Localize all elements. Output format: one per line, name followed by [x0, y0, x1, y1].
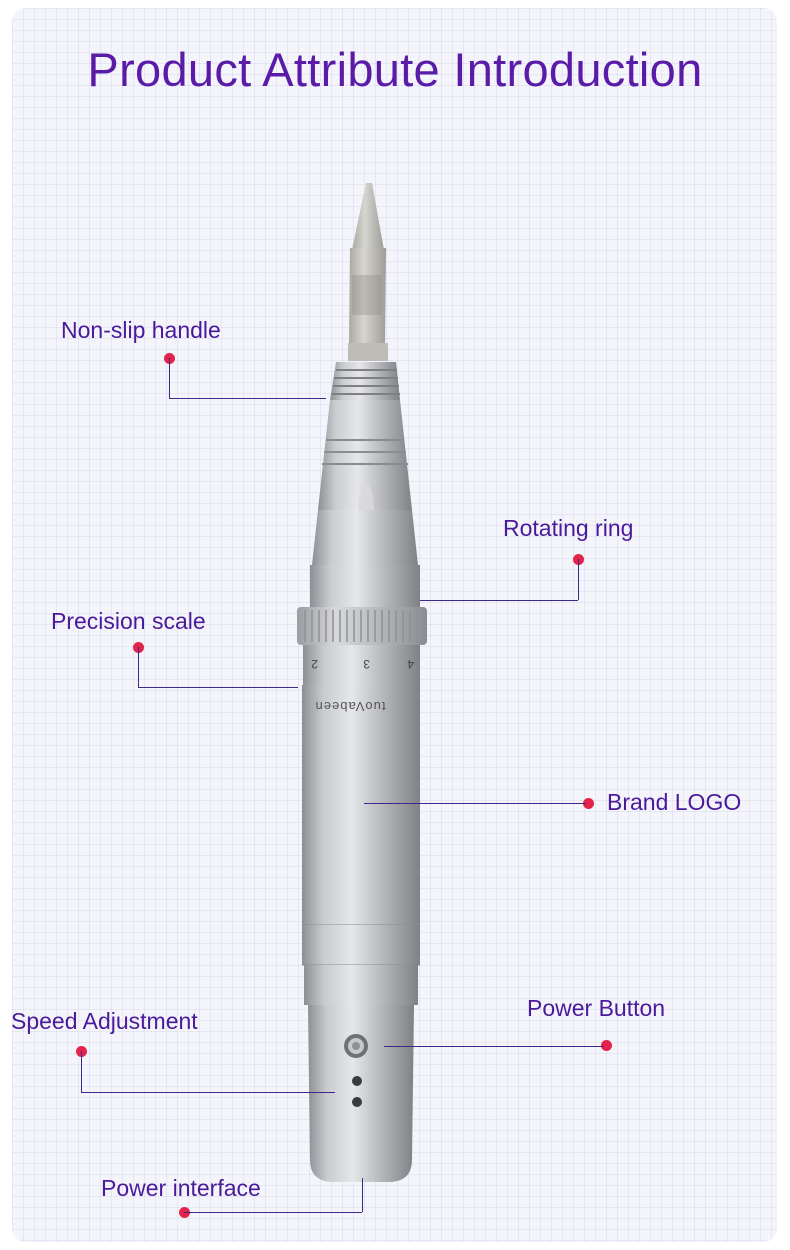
scale-mark: 4 [407, 657, 414, 671]
pen-body [302, 685, 420, 925]
callout-leader [384, 1046, 604, 1047]
callout-leader [138, 647, 139, 687]
callout-dot-icon [583, 798, 594, 809]
callout-leader [362, 1178, 363, 1212]
speed-up-button [352, 1076, 362, 1086]
callout-leader [81, 1051, 82, 1092]
label-rotating-ring: Rotating ring [503, 515, 634, 541]
label-precision-scale: Precision scale [51, 608, 206, 634]
label-non-slip-handle: Non-slip handle [61, 317, 221, 343]
threaded-neck [330, 362, 400, 400]
callout-leader [169, 358, 170, 398]
callout-leader [169, 398, 326, 399]
precision-scale-part [303, 645, 420, 685]
label-speed-adjustment: Speed Adjustment [11, 1008, 198, 1034]
speed-down-button [352, 1097, 362, 1107]
label-power-button: Power Button [527, 995, 666, 1021]
scale-mark: 2 [311, 657, 318, 671]
needle-tip [352, 183, 384, 250]
callout-leader [184, 1212, 362, 1213]
label-power-interface: Power interface [101, 1175, 261, 1201]
scale-mark: 3 [363, 657, 370, 671]
label-brand-logo: Brand LOGO [607, 789, 742, 815]
pen-lower-body [308, 1005, 414, 1182]
brand-engraving: tuoVabeen [315, 699, 386, 714]
callout-dot-icon [601, 1040, 612, 1051]
rotating-ring-part [297, 607, 427, 645]
callout-leader [138, 687, 298, 688]
callout-leader [420, 600, 578, 601]
callout-leader [578, 559, 579, 600]
callout-leader [81, 1092, 335, 1093]
page-title: Product Attribute Introduction [87, 43, 703, 96]
needle-cartridge [349, 248, 386, 345]
callout-leader [364, 803, 586, 804]
grip-taper [318, 400, 412, 510]
